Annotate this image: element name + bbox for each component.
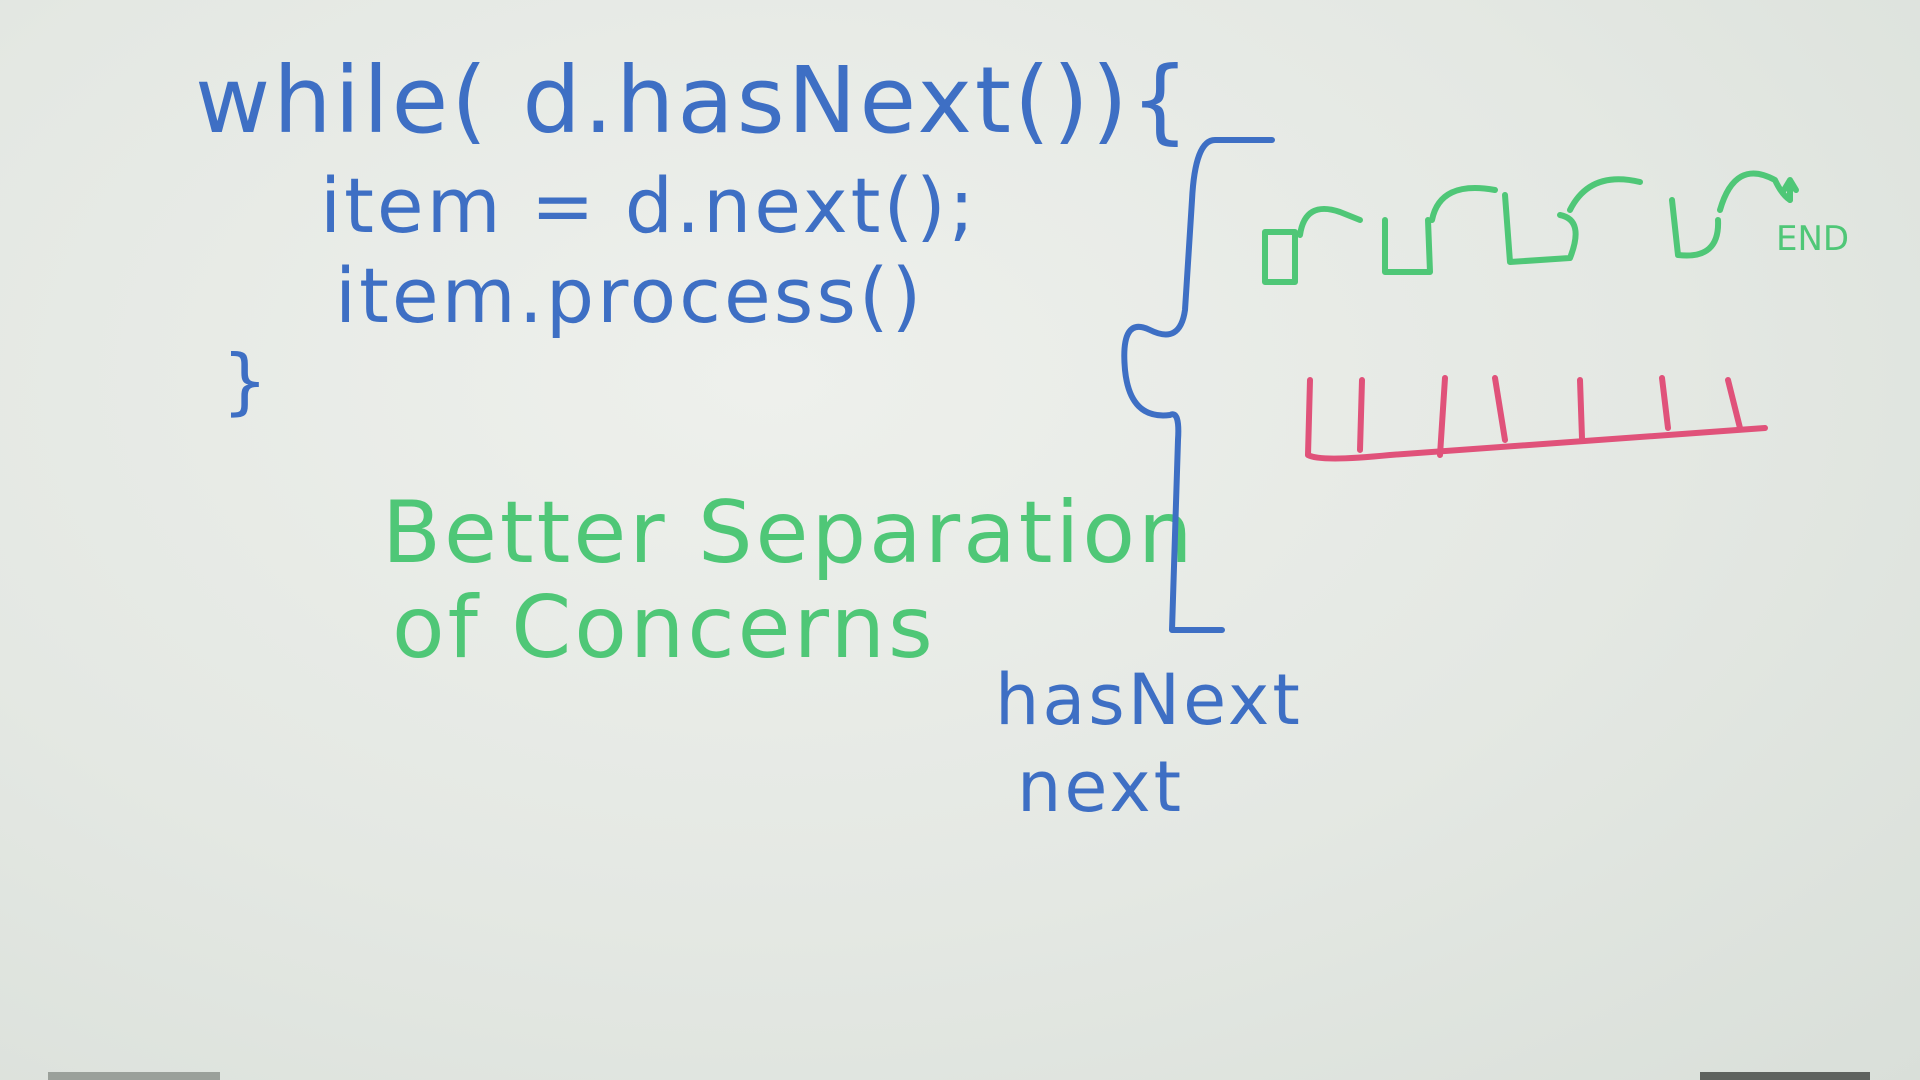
array-divider-5: [1659, 375, 1671, 431]
code-item-process-line: item.process(): [335, 251, 925, 340]
note-of-concerns: of Concerns: [392, 578, 936, 678]
method-next-label: next: [1017, 746, 1185, 828]
array-divider-3: [1492, 375, 1508, 443]
array-baseline: [1305, 377, 1768, 462]
board-frame-left-foot: [48, 1072, 220, 1080]
note-better-separation: Better Separation: [382, 483, 1196, 583]
end-arrow: [1781, 177, 1799, 203]
list-node-2: [1382, 217, 1433, 275]
list-link-4: [1717, 170, 1793, 213]
array-divider-6: [1725, 377, 1743, 431]
list-link-3: [1567, 176, 1643, 213]
end-label: END: [1776, 219, 1849, 259]
list-node-3: [1502, 192, 1579, 265]
list-link-2: [1429, 185, 1498, 223]
array-divider-2: [1437, 375, 1448, 458]
list-node-1: [1262, 229, 1298, 285]
array-divider-4: [1577, 377, 1585, 441]
linked-list-diagram: END: [1262, 170, 1849, 285]
code-item-next-line: item = d.next();: [320, 161, 978, 250]
code-closing-brace: }: [222, 339, 271, 423]
list-node-4: [1669, 197, 1722, 259]
array-diagram: [1305, 375, 1768, 462]
list-link-1: [1297, 205, 1363, 238]
array-divider-1: [1357, 377, 1365, 453]
method-hasnext-label: hasNext: [995, 659, 1303, 741]
code-while-line: while( d.hasNext()){: [195, 47, 1193, 154]
board-frame-right-foot: [1700, 1072, 1870, 1080]
